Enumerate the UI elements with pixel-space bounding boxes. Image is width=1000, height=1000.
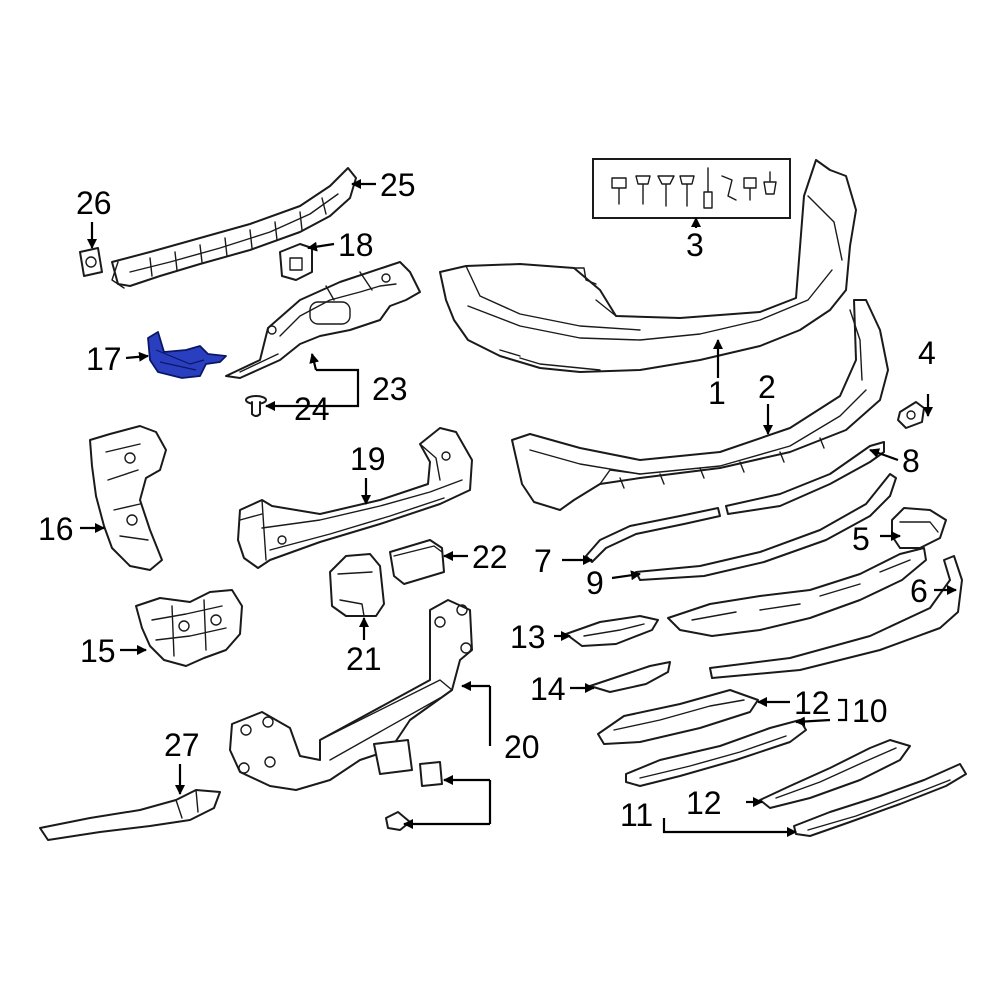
part-24-bolt[interactable]: [245, 395, 267, 417]
part-3-fastener-kit[interactable]: [592, 158, 791, 219]
callout-13: 13: [510, 619, 546, 655]
part-6-side-trim[interactable]: [709, 555, 963, 679]
part-lower-diffuser[interactable]: [667, 547, 927, 637]
part-14-reflector[interactable]: [589, 661, 671, 693]
part-21-bracket[interactable]: [329, 553, 385, 617]
part-19-impact-bar[interactable]: [237, 427, 473, 569]
callout-4: 4: [918, 335, 936, 371]
part-15-mount-bracket[interactable]: [135, 589, 243, 667]
callout-21: 21: [346, 641, 382, 677]
callout-12-lower: 12: [686, 785, 722, 821]
part-11-lower-panel[interactable]: [793, 763, 967, 837]
part-26-clip[interactable]: [79, 247, 103, 277]
callout-27: 27: [164, 727, 200, 763]
callout-19: 19: [350, 441, 386, 477]
callout-14: 14: [530, 671, 566, 707]
part-25-upper-bracket[interactable]: [111, 167, 357, 289]
callout-25: 25: [380, 167, 416, 203]
part-17-bracket-highlighted[interactable]: [147, 331, 227, 379]
part-27-reflector-strip[interactable]: [39, 789, 221, 841]
callout-8: 8: [902, 443, 920, 479]
callout-22: 22: [472, 539, 508, 575]
callout-23: 23: [372, 371, 408, 407]
part-16-side-bracket[interactable]: [89, 425, 167, 571]
callout-3: 3: [686, 227, 704, 263]
callout-15: 15: [80, 633, 116, 669]
callout-6: 6: [910, 573, 928, 609]
callout-20: 20: [504, 729, 540, 765]
part-10-skid-plate[interactable]: [597, 689, 759, 745]
callout-5: 5: [852, 521, 870, 557]
part-9-lower-trim[interactable]: [635, 473, 897, 581]
callout-9: 9: [586, 565, 604, 601]
callout-24: 24: [294, 391, 330, 427]
part-20-tow-hitch[interactable]: [229, 599, 473, 831]
callout-17: 17: [86, 341, 122, 377]
callout-18: 18: [338, 227, 374, 263]
part-13-lamp-bezel[interactable]: [565, 615, 659, 647]
part-2-lower-valance[interactable]: [511, 299, 889, 511]
part-23-reinforcement[interactable]: [225, 261, 421, 379]
part-18-bracket[interactable]: [279, 243, 313, 281]
callout-16: 16: [38, 511, 74, 547]
callout-11: 11: [620, 797, 653, 833]
part-12-splash-shield-lower[interactable]: [759, 739, 911, 809]
callout-numbers: 1 2 3 4 5 6 7 8 9 10 11 12 12 13 14 15 1…: [38, 167, 936, 833]
part-8-upper-trim[interactable]: [725, 441, 885, 515]
callout-10: 10: [852, 693, 888, 729]
part-7-left-trim[interactable]: [585, 507, 721, 563]
part-12-splash-shield-upper[interactable]: [625, 719, 807, 787]
callout-12-upper: 12: [794, 685, 830, 721]
callout-7: 7: [534, 543, 552, 579]
part-4-cap[interactable]: [897, 401, 925, 429]
callout-1: 1: [708, 375, 726, 411]
callout-2: 2: [758, 369, 776, 405]
callout-26: 26: [76, 185, 112, 221]
part-1-bumper-cover[interactable]: [439, 159, 857, 373]
part-22-block[interactable]: [389, 539, 445, 585]
leader-lines: [80, 179, 957, 837]
part-5-corner-piece[interactable]: [891, 507, 947, 549]
